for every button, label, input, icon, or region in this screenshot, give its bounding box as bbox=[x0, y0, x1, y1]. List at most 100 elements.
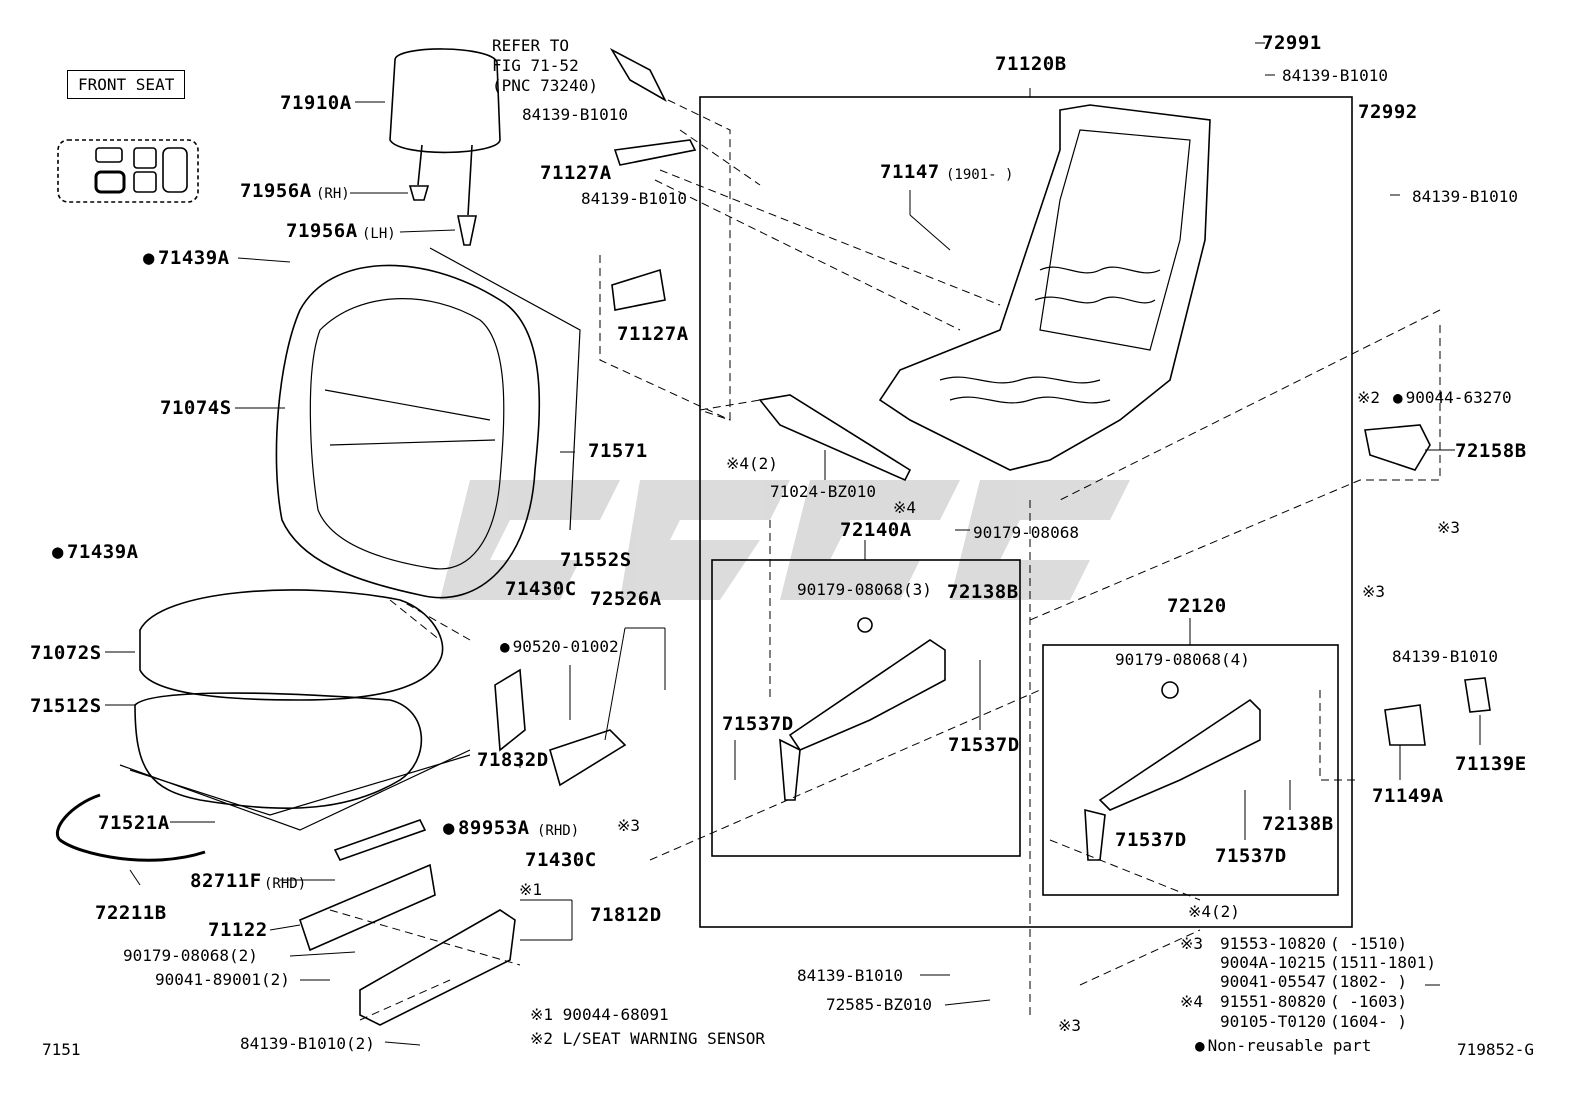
part-71127A-bottom[interactable]: 71127A bbox=[617, 323, 689, 345]
part-71537D-lh-a[interactable]: 71537D bbox=[722, 713, 794, 735]
legend-x4-label: ※4 bbox=[1180, 992, 1204, 1011]
part-71956A-rh-note: (RH) bbox=[316, 186, 350, 202]
note-1: ※1 90044-68091 bbox=[530, 1005, 669, 1024]
legend-row-2-range: (1511-1801) bbox=[1330, 953, 1436, 972]
part-84139-B1010-e[interactable]: 84139-B1010 bbox=[1392, 647, 1498, 666]
part-90044-63270[interactable]: 90044-63270 bbox=[1393, 388, 1512, 408]
part-71024-BZ010[interactable]: 71024-BZ010 bbox=[770, 482, 876, 501]
mark-x3-bottom: ※3 bbox=[1058, 1016, 1082, 1035]
part-72585-BZ010[interactable]: 72585-BZ010 bbox=[826, 995, 932, 1014]
part-71122[interactable]: 71122 bbox=[208, 919, 268, 941]
part-84139-B1010-b[interactable]: 84139-B1010 bbox=[581, 189, 687, 208]
legend-row-4-range: ( -1603) bbox=[1330, 992, 1408, 1011]
part-72992[interactable]: 72992 bbox=[1358, 101, 1418, 123]
legend-row-3-range: (1802- ) bbox=[1330, 972, 1408, 991]
mark-x4-2-bottom: ※4(2) bbox=[1188, 902, 1240, 921]
part-84139-B1010-d[interactable]: 84139-B1010 bbox=[1412, 187, 1518, 206]
part-84139-B1010-c[interactable]: 84139-B1010 bbox=[1282, 66, 1388, 85]
part-71439A-top[interactable]: 71439A bbox=[143, 248, 230, 268]
part-71956A-lh[interactable]: 71956A bbox=[286, 220, 358, 242]
part-90179-08068-a[interactable]: 90179-08068 bbox=[973, 523, 1079, 542]
part-72211B[interactable]: 72211B bbox=[95, 902, 167, 924]
legend-nonreusable: Non-reusable part bbox=[1195, 1036, 1372, 1056]
part-71430C-top[interactable]: 71430C bbox=[505, 578, 577, 600]
watermark-logo bbox=[440, 480, 1130, 600]
part-72138B-rh[interactable]: 72138B bbox=[1262, 813, 1334, 835]
part-71072S[interactable]: 71072S bbox=[30, 642, 102, 664]
refer-line-3: (PNC 73240) bbox=[492, 76, 598, 95]
part-71074S[interactable]: 71074S bbox=[160, 397, 232, 419]
dashed-lines bbox=[329, 99, 1441, 1021]
mark-x3-right: ※3 bbox=[1437, 518, 1461, 537]
note-2: ※2 L/SEAT WARNING SENSOR bbox=[530, 1029, 765, 1048]
cushion-drawing bbox=[119, 589, 471, 831]
part-72991[interactable]: 72991 bbox=[1262, 32, 1322, 54]
frame-group-box bbox=[699, 96, 1353, 928]
part-84139-B1010-f[interactable]: 84139-B1010 bbox=[797, 966, 903, 985]
part-84139-B1010-a[interactable]: 84139-B1010 bbox=[522, 105, 628, 124]
part-71956A-rh[interactable]: 71956A bbox=[240, 180, 312, 202]
part-89953A-note: (RHD) bbox=[537, 823, 580, 839]
part-71571[interactable]: 71571 bbox=[588, 440, 648, 462]
part-71521A[interactable]: 71521A bbox=[98, 812, 170, 834]
part-84139-B1010-2[interactable]: 84139-B1010(2) bbox=[240, 1034, 375, 1053]
part-82711F-note: (RHD) bbox=[264, 876, 307, 892]
part-89953A[interactable]: 89953A bbox=[443, 818, 530, 838]
part-71910A[interactable]: 71910A bbox=[280, 92, 352, 114]
part-71552S[interactable]: 71552S bbox=[560, 549, 632, 571]
mark-x3-mid: ※3 bbox=[1362, 582, 1386, 601]
headrest-drawing bbox=[389, 48, 501, 246]
part-71120B[interactable]: 71120B bbox=[995, 53, 1067, 75]
part-71537D-rh-a[interactable]: 71537D bbox=[1115, 829, 1187, 851]
mark-x2: ※2 bbox=[1357, 388, 1381, 407]
part-72140A[interactable]: 72140A bbox=[840, 519, 912, 541]
part-71139E[interactable]: 71139E bbox=[1455, 753, 1527, 775]
part-72526A[interactable]: 72526A bbox=[590, 588, 662, 610]
part-82711F[interactable]: 82711F bbox=[190, 870, 262, 892]
seat-frame-drawing bbox=[758, 104, 1211, 482]
mark-x4-top: ※4 bbox=[893, 498, 917, 517]
part-72158B[interactable]: 72158B bbox=[1455, 440, 1527, 462]
seatback-drawing bbox=[275, 247, 581, 599]
part-71439A-mid[interactable]: 71439A bbox=[52, 542, 139, 562]
part-90041-89001-2[interactable]: 90041-89001(2) bbox=[155, 970, 290, 989]
leader-lines bbox=[105, 42, 1481, 1046]
mark-x4-2-top: ※4(2) bbox=[726, 454, 778, 473]
part-72120[interactable]: 72120 bbox=[1167, 595, 1227, 617]
legend-row-5-range: (1604- ) bbox=[1330, 1012, 1408, 1031]
refer-line-2: FIG 71-52 bbox=[492, 56, 579, 75]
part-71512S[interactable]: 71512S bbox=[30, 695, 102, 717]
footer-page: 7151 bbox=[42, 1040, 81, 1059]
mark-x3-left: ※3 bbox=[617, 816, 641, 835]
front-seat-title: FRONT SEAT bbox=[67, 70, 186, 99]
part-90179-08068-3[interactable]: 90179-08068(3) bbox=[797, 580, 932, 599]
part-71149A[interactable]: 71149A bbox=[1372, 785, 1444, 807]
part-71832D[interactable]: 71832D bbox=[477, 749, 549, 771]
legend-row-4-pn: 91551-80820 bbox=[1220, 992, 1326, 1011]
mark-x1: ※1 bbox=[519, 880, 543, 899]
legend-row-3-pn: 90041-05547 bbox=[1220, 972, 1326, 991]
part-71537D-rh-b[interactable]: 71537D bbox=[1215, 845, 1287, 867]
seat-location-icon bbox=[57, 139, 199, 203]
part-72138B-lh[interactable]: 72138B bbox=[947, 581, 1019, 603]
part-90520-01002[interactable]: 90520-01002 bbox=[500, 637, 619, 657]
adjuster-lh-drawing bbox=[779, 617, 946, 801]
part-90179-08068-4[interactable]: 90179-08068(4) bbox=[1115, 650, 1250, 669]
part-71812D[interactable]: 71812D bbox=[590, 904, 662, 926]
part-71537D-lh-b[interactable]: 71537D bbox=[948, 734, 1020, 756]
part-90179-08068-2[interactable]: 90179-08068(2) bbox=[123, 946, 258, 965]
adjuster-lh-box bbox=[711, 559, 1021, 857]
cover-pieces-drawing bbox=[299, 47, 1491, 1026]
footer-code: 719852-G bbox=[1457, 1040, 1535, 1059]
wire-drawing bbox=[56, 793, 206, 862]
part-71147[interactable]: 71147 bbox=[880, 161, 940, 183]
legend-x3-label: ※3 bbox=[1180, 934, 1204, 953]
legend-row-5-pn: 90105-T0120 bbox=[1220, 1012, 1326, 1031]
part-71127A-top[interactable]: 71127A bbox=[540, 162, 612, 184]
legend-row-1-pn: 91553-10820 bbox=[1220, 934, 1326, 953]
part-71956A-lh-note: (LH) bbox=[362, 226, 396, 242]
part-71147-note: (1901- ) bbox=[946, 167, 1014, 183]
part-71430C-bottom[interactable]: 71430C bbox=[525, 849, 597, 871]
